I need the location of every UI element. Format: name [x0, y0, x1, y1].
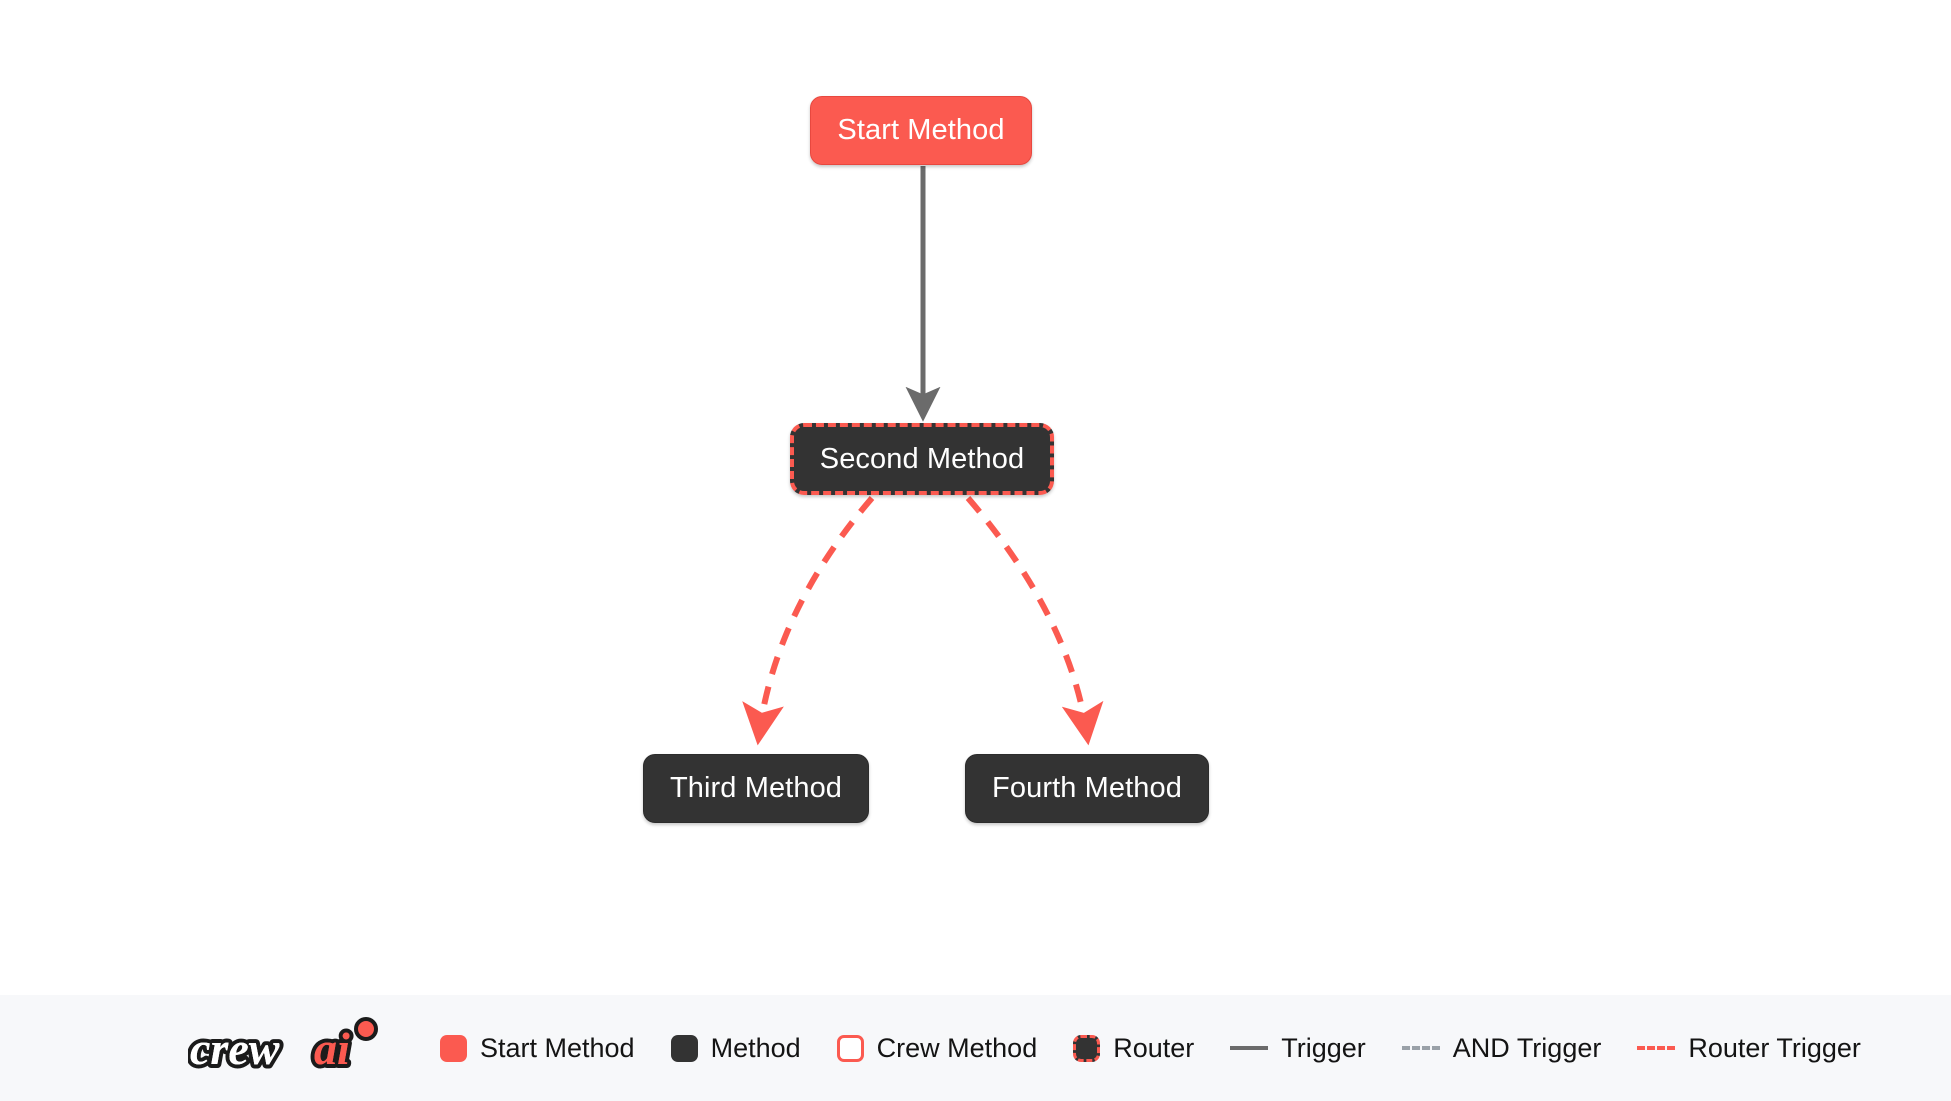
trigger-line-icon	[1230, 1046, 1269, 1050]
edge-router-trigger-second-to-fourth	[965, 496, 1104, 746]
start-method-swatch-icon	[440, 1034, 467, 1062]
node-second-method-router[interactable]: Second Method	[790, 423, 1054, 495]
legend-bar: crew crew ai ai Start Method Method Crew…	[0, 995, 1951, 1101]
crewai-logo: crew crew ai ai	[188, 1017, 378, 1078]
legend-item-router-trigger: Router Trigger	[1637, 1033, 1861, 1064]
router-swatch-icon	[1073, 1034, 1101, 1062]
legend-label-and-trigger: AND Trigger	[1452, 1032, 1602, 1063]
node-start-method[interactable]: Start Method	[810, 96, 1032, 165]
edge-router-trigger-second-to-third	[742, 496, 875, 746]
node-third-method[interactable]: Third Method	[643, 754, 869, 823]
legend-label-trigger: Trigger	[1281, 1032, 1366, 1063]
flow-canvas[interactable]: Start Method Second Method Third Method …	[0, 0, 1951, 995]
crewai-logo-crew-outline: crew	[190, 1023, 280, 1074]
crewai-logo-crew: crew	[190, 1023, 280, 1074]
crewai-logo-ai-outline: ai	[314, 1023, 350, 1074]
legend-label-crew-method: Crew Method	[876, 1032, 1038, 1063]
legend-label-router-trigger: Router Trigger	[1688, 1032, 1861, 1063]
and-trigger-line-icon	[1401, 1046, 1440, 1050]
legend-label-method: Method	[710, 1032, 801, 1063]
method-swatch-icon	[670, 1034, 698, 1062]
legend-label-router: Router	[1113, 1032, 1195, 1063]
legend-item-crew-method: Crew Method	[836, 1032, 1038, 1064]
legend-item-and-trigger: AND Trigger	[1401, 1032, 1602, 1064]
crew-method-swatch-icon	[836, 1034, 864, 1062]
node-fourth-method[interactable]: Fourth Method	[965, 754, 1209, 823]
legend-item-router: Router	[1073, 1033, 1194, 1064]
legend-item-trigger: Trigger	[1230, 1033, 1366, 1064]
router-trigger-line-icon	[1637, 1046, 1676, 1050]
crewai-logo-ai: ai	[314, 1023, 350, 1074]
crewai-logo-dot-icon	[354, 1017, 378, 1041]
legend-item-method: Method	[670, 1032, 801, 1064]
legend-item-start-method: Start Method	[440, 1033, 635, 1064]
legend-label-start-method: Start Method	[480, 1032, 635, 1063]
